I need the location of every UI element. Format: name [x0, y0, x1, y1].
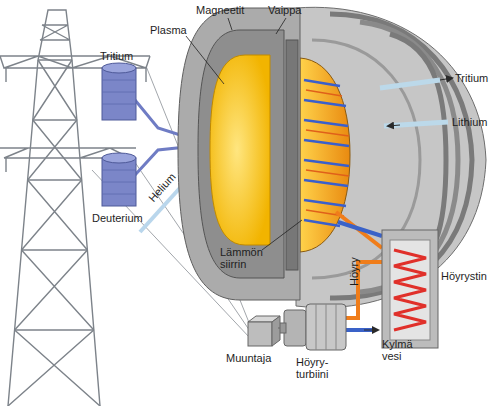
- part-label: Kylmä vesi: [382, 338, 422, 362]
- part-label: Lithium: [452, 116, 487, 128]
- part-label: Plasma: [150, 24, 187, 36]
- part-label: Tritium: [100, 50, 133, 62]
- part-label: Höyry- turbiini: [296, 356, 346, 380]
- part-label: Höyrystin: [441, 270, 487, 282]
- tritium-tank: [102, 63, 136, 120]
- transformer: [248, 316, 280, 346]
- part-label: Lämmön siirrin: [220, 246, 264, 270]
- part-label: Deuterium: [92, 212, 143, 224]
- tokamak-section: [178, 8, 300, 300]
- deuterium-tank: [102, 153, 136, 206]
- leader-lines: [186, 18, 302, 250]
- part-label: Höyry: [348, 257, 360, 286]
- power-pylon: [0, 10, 150, 406]
- steam-generator: [382, 230, 438, 348]
- part-label: Vaippa: [268, 4, 301, 16]
- part-label: Magneetit: [196, 4, 244, 16]
- steam-turbine: [278, 304, 346, 350]
- breeding-pipes: [380, 78, 452, 126]
- part-label: Muuntaja: [226, 352, 271, 364]
- part-label: Helium: [146, 171, 178, 204]
- part-label: Tritium: [455, 72, 488, 84]
